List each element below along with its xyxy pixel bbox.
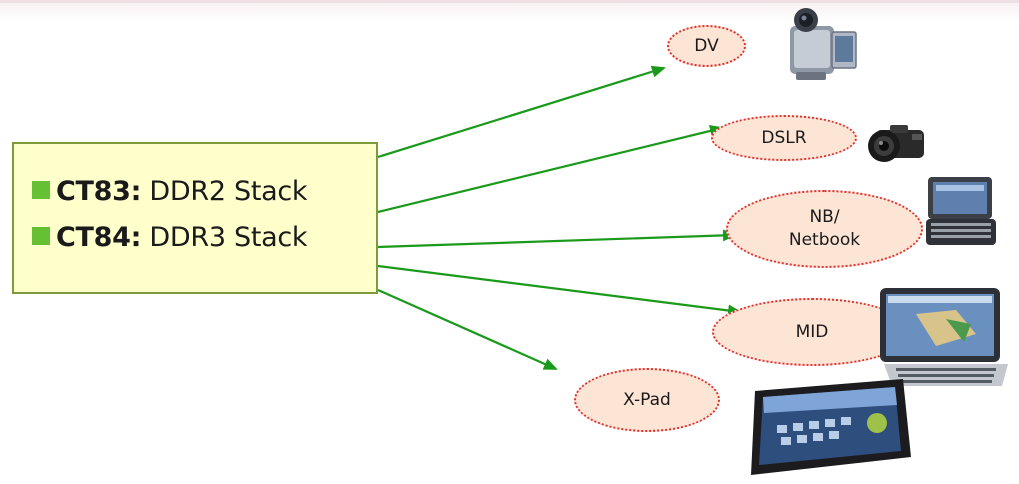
ct83-code: CT83: — [56, 176, 142, 207]
ct84-code: CT84: — [56, 222, 142, 253]
ct84-line: CT84: DDR3 Stack — [32, 222, 308, 253]
netbook-icon — [926, 177, 996, 245]
arrow-to-xpad — [377, 288, 558, 371]
ct83-line: CT83: DDR2 Stack — [32, 176, 308, 207]
arrow-to-dv — [377, 65, 666, 159]
target-mid: MID — [712, 298, 912, 366]
target-dv: DV — [667, 25, 746, 67]
target-dslr: DSLR — [711, 115, 857, 161]
target-xpad: X-Pad — [574, 368, 720, 432]
camcorder-icon — [790, 8, 857, 80]
top-band — [0, 0, 1019, 22]
tablet-icon — [751, 379, 911, 475]
bullet-square-icon — [32, 227, 50, 245]
arrow-to-mid — [377, 264, 742, 317]
ct84-text: DDR3 Stack — [141, 222, 308, 253]
arrow-to-dslr — [377, 125, 724, 214]
dslr-camera-icon — [868, 125, 924, 162]
bullet-square-icon — [32, 181, 50, 199]
top-rule — [0, 0, 1019, 3]
ct83-text: DDR2 Stack — [141, 176, 308, 207]
arrow-to-netbook — [377, 229, 737, 249]
mid-device-icon — [880, 288, 1008, 386]
target-netbook: NB/ Netbook — [726, 190, 923, 268]
memory-stack-box: CT83: DDR2 Stack CT84: DDR3 Stack — [12, 142, 378, 294]
